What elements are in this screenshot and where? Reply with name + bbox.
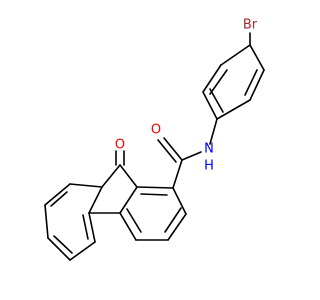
- bond: [209, 88, 224, 113]
- bond: [119, 164, 138, 188]
- ketone-oxygen-atom-label: O: [115, 138, 125, 153]
- molecule-diagram: Br N H O O: [44, 18, 265, 261]
- bond: [53, 235, 73, 254]
- bond: [181, 151, 202, 161]
- bond: [88, 212, 96, 243]
- bond: [69, 241, 96, 261]
- bond: [101, 164, 121, 188]
- bond: [140, 193, 168, 196]
- bond: [220, 44, 251, 66]
- bond: [136, 186, 174, 189]
- bond: [202, 91, 218, 120]
- bond: [249, 44, 265, 71]
- bonds: [44, 32, 265, 261]
- bond: [163, 137, 183, 161]
- nitrogen-atom-label: N: [204, 142, 214, 157]
- bond: [44, 183, 71, 206]
- bromine-atom-label: Br: [243, 18, 258, 33]
- atom-labels: Br N H O O: [115, 18, 258, 174]
- bond: [47, 237, 71, 261]
- bond: [119, 212, 137, 241]
- bond: [216, 99, 251, 120]
- bond: [88, 186, 103, 214]
- bond: [172, 187, 187, 215]
- bond: [126, 208, 142, 233]
- bond: [172, 159, 183, 189]
- bond: [209, 118, 218, 145]
- structure-canvas: Br N H O O: [44, 17, 265, 261]
- bond: [157, 139, 177, 163]
- bond: [69, 183, 103, 188]
- bond: [167, 213, 187, 241]
- bond: [244, 69, 258, 96]
- bond: [202, 64, 222, 93]
- nitrogen-hydrogen-label: H: [204, 159, 214, 174]
- bond: [249, 69, 265, 101]
- bond: [164, 207, 182, 233]
- amide-oxygen-atom-label: O: [151, 123, 161, 138]
- bond: [44, 204, 49, 239]
- bond: [82, 214, 89, 240]
- bond: [209, 69, 228, 95]
- bond: [119, 186, 138, 214]
- bond: [50, 191, 68, 207]
